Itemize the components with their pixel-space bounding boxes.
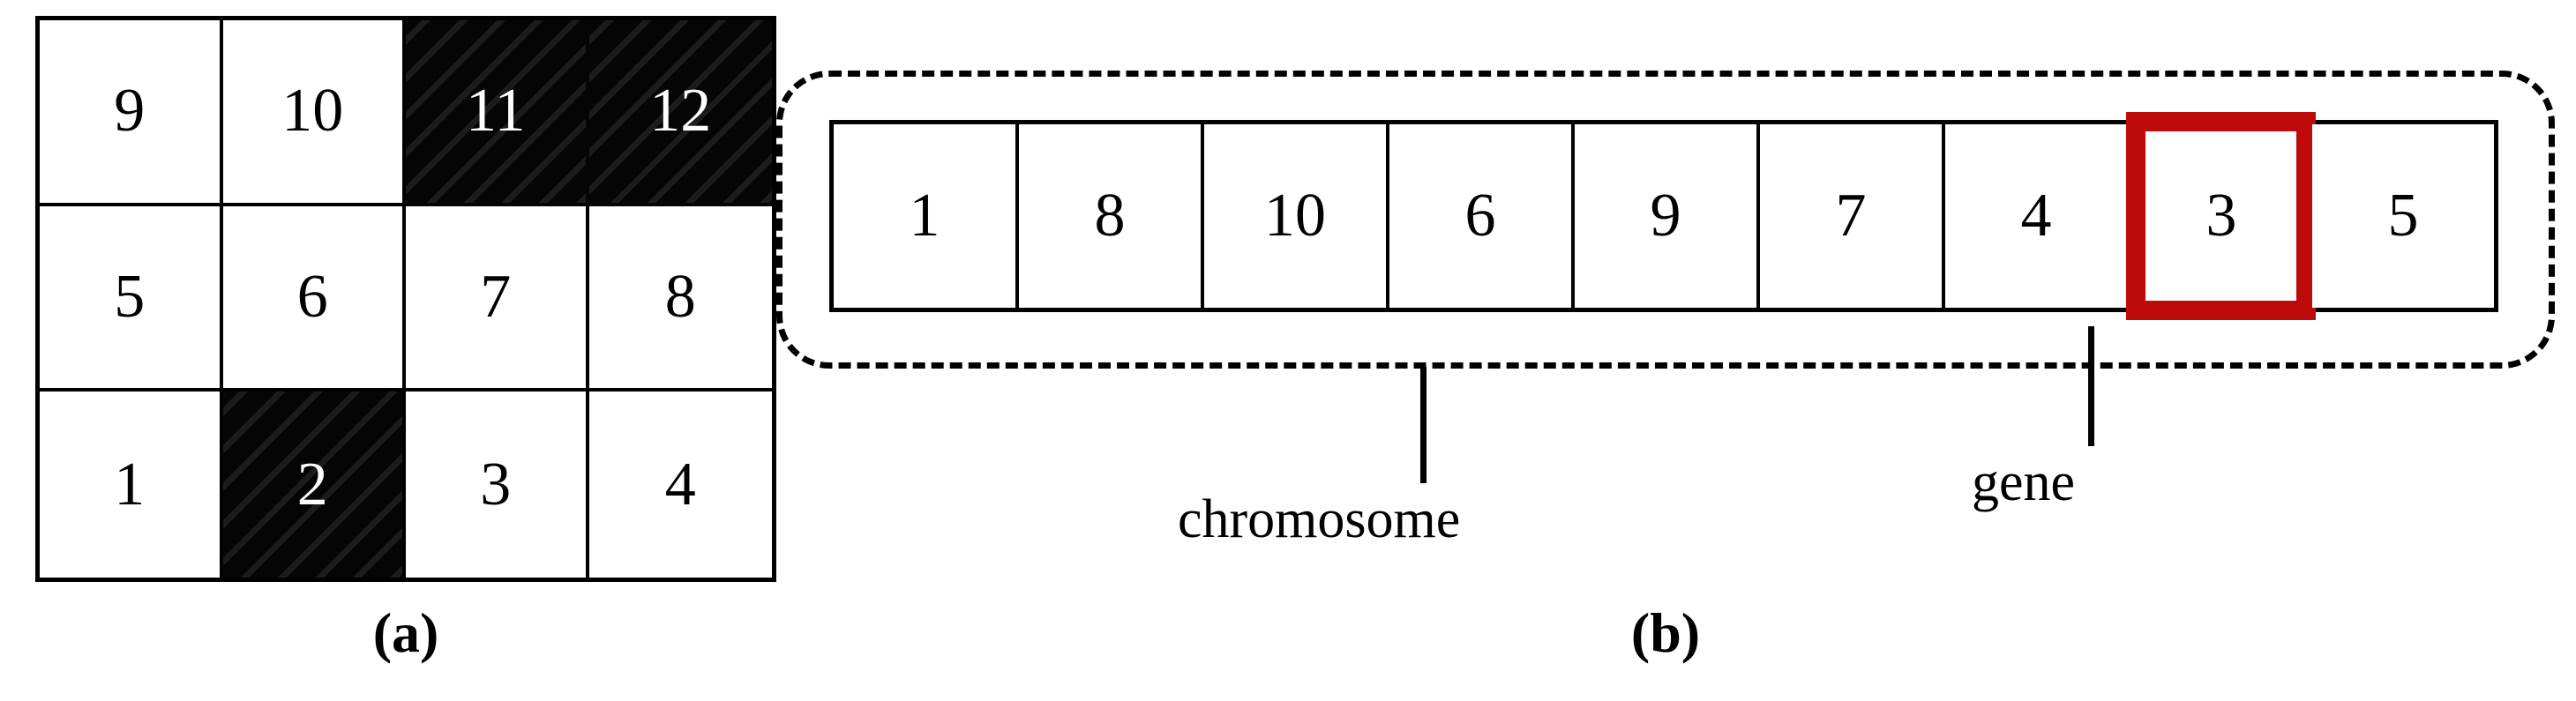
grid-cell-blocked[interactable]: 11 [406, 20, 589, 206]
grid-cell[interactable]: 7 [406, 205, 589, 392]
grid-cell-blocked[interactable]: 12 [588, 20, 772, 206]
grid-cell-label: 8 [664, 262, 696, 331]
gene-cell-label: 5 [2387, 182, 2419, 250]
chromosome-strip: 1 8 10 6 9 7 4 3 5 [829, 112, 2498, 320]
gene-cell[interactable]: 4 [1945, 124, 2130, 308]
gene-cell[interactable]: 6 [1389, 124, 1575, 308]
grid-cell-label: 6 [296, 262, 328, 331]
gene-annotation-label: gene [1972, 452, 2076, 512]
panel-b-caption: (b) [1630, 601, 1701, 664]
gene-cell-label: 7 [1835, 182, 1867, 250]
grid-cell-blocked[interactable]: 2 [222, 392, 406, 578]
gene-cell[interactable]: 8 [1019, 124, 1204, 308]
grid-cell[interactable]: 10 [222, 20, 406, 206]
gene-cell[interactable]: 9 [1575, 124, 1760, 308]
grid-cell[interactable]: 5 [40, 205, 223, 392]
grid-cell-label: 12 [649, 77, 712, 145]
chromosome-leader-line [1420, 367, 1427, 483]
grid-cell[interactable]: 3 [406, 392, 589, 578]
grid-cell-label: 7 [480, 262, 512, 331]
gene-cell-label: 1 [909, 182, 940, 250]
gene-leader-line [2088, 326, 2094, 446]
gene-cell-label: 10 [1264, 182, 1326, 250]
gene-cell[interactable]: 10 [1204, 124, 1389, 308]
grid-cell-label: 9 [114, 77, 146, 145]
chromosome-annotation-label: chromosome [1178, 489, 1461, 549]
grid-cell-label: 1 [114, 450, 146, 518]
grid-cell-label: 11 [466, 77, 526, 145]
panel-a: 9 10 11 12 5 6 7 8 1 [35, 16, 780, 661]
panel-a-caption: (a) [372, 601, 439, 664]
grid-cell[interactable]: 8 [588, 205, 772, 392]
grid-cell-label: 3 [480, 450, 512, 518]
grid-cell[interactable]: 9 [40, 20, 223, 206]
panel-b: 1 8 10 6 9 7 4 3 5 [776, 16, 2558, 686]
gene-cell-label: 4 [2020, 182, 2052, 250]
grid-cell-label: 5 [114, 262, 146, 331]
gene-cell[interactable]: 5 [2312, 124, 2494, 308]
grid-cell-label: 4 [664, 450, 696, 518]
grid-map: 9 10 11 12 5 6 7 8 1 [35, 16, 776, 582]
gene-cell[interactable]: 7 [1760, 124, 1945, 308]
grid-cell[interactable]: 6 [222, 205, 406, 392]
gene-cell-label: 8 [1094, 182, 1126, 250]
gene-cell[interactable]: 1 [834, 124, 1019, 308]
gene-cell-label: 3 [2205, 182, 2237, 250]
chromosome-boundary [776, 71, 2555, 369]
grid-cell[interactable]: 1 [40, 392, 223, 578]
grid-cell-label: 2 [296, 450, 328, 518]
gene-cell-label: 6 [1464, 182, 1496, 250]
grid-cell[interactable]: 4 [588, 392, 772, 578]
gene-cell-highlighted[interactable]: 3 [2126, 112, 2316, 320]
grid-cell-label: 10 [281, 77, 344, 145]
gene-cell-label: 9 [1650, 182, 1681, 250]
